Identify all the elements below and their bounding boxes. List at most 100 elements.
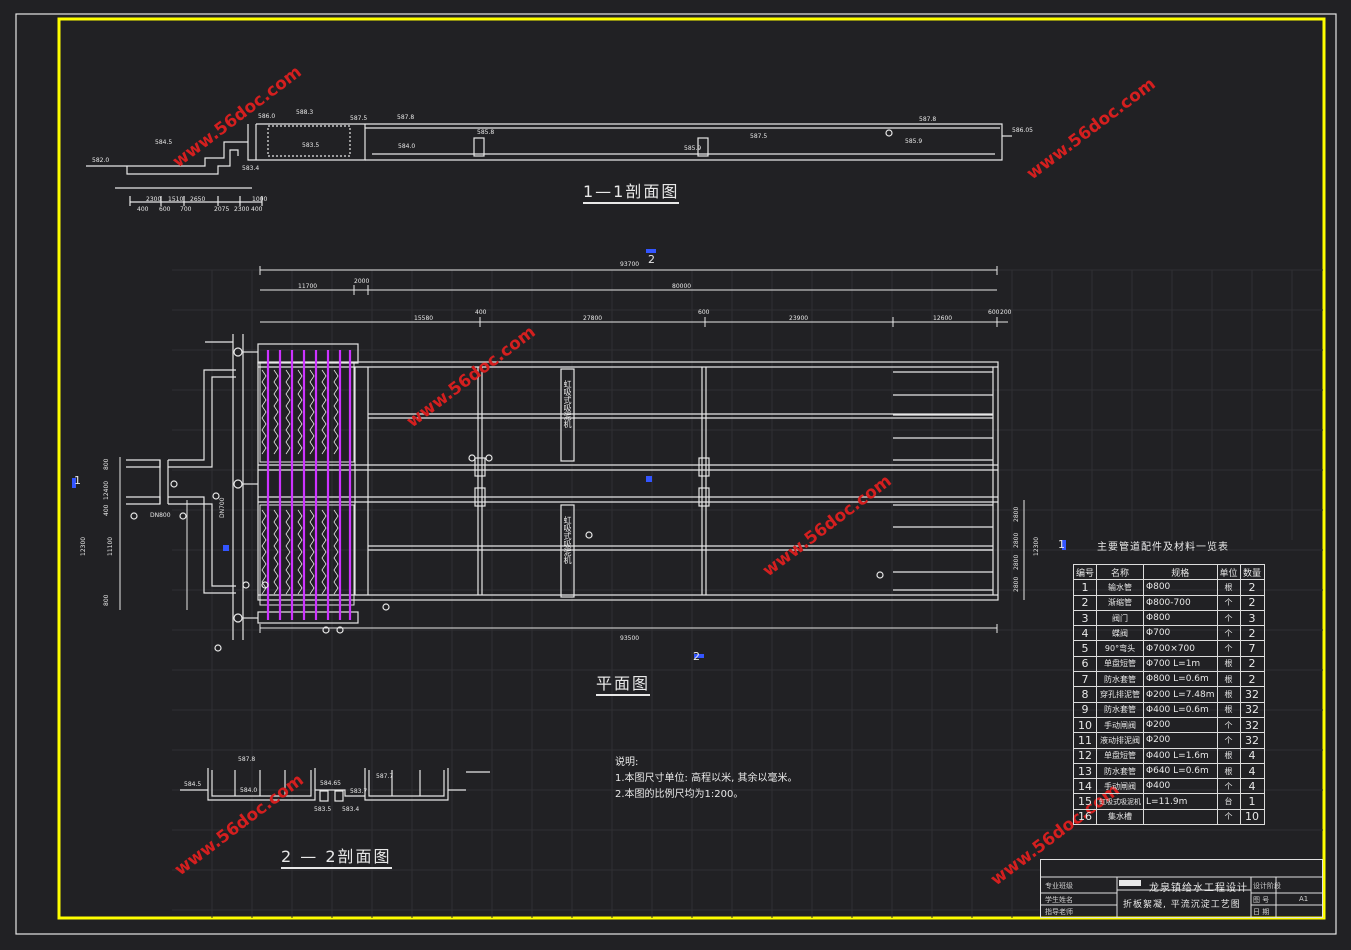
section-1-1-labels: 582.0 584.5 586.0 588.3 587.5 587.8 585.… bbox=[92, 109, 1033, 213]
notes-line-1: 1.本图尺寸单位: 高程以米, 其余以毫米。 bbox=[615, 773, 798, 784]
plan-seg-600: 600 bbox=[698, 309, 710, 316]
plan-marker-right: 1 bbox=[1058, 538, 1065, 551]
inlet-pipework bbox=[126, 334, 884, 652]
cell-qty: 4 bbox=[1239, 778, 1265, 795]
elev-587-8: 587.8 bbox=[397, 114, 414, 121]
cell-name: 单盘短管 bbox=[1096, 747, 1145, 764]
cell-unit: 个 bbox=[1216, 716, 1241, 734]
cell-unit: 根 bbox=[1216, 701, 1241, 718]
cell-unit: 根 bbox=[1216, 747, 1241, 764]
tb-label-student: 学生姓名 bbox=[1045, 896, 1073, 904]
tb-label-drawing-no: 图 号 bbox=[1253, 896, 1270, 904]
plan-total-bottom: 93500 bbox=[620, 635, 639, 642]
cell-no: 4 bbox=[1072, 625, 1098, 642]
col-header-name: 名称 bbox=[1096, 563, 1145, 581]
plan-seg-200: 200 bbox=[1000, 309, 1012, 316]
dim-2300: 2300 bbox=[146, 196, 161, 203]
dim-2650: 2650 bbox=[190, 196, 205, 203]
cell-name: 阀门 bbox=[1096, 609, 1145, 627]
sheet-border bbox=[15, 13, 1337, 935]
elev-583-4: 583.4 bbox=[242, 165, 259, 172]
s22-elev-583-7: 583.7 bbox=[350, 788, 367, 795]
col-header-unit: 单位 bbox=[1216, 563, 1241, 581]
cell-no: 16 bbox=[1072, 808, 1098, 826]
cell-qty: 32 bbox=[1239, 732, 1265, 749]
plan-tank-outline bbox=[257, 343, 999, 624]
plan-title: 平面图 bbox=[596, 670, 651, 696]
col-header-qty: 数量 bbox=[1239, 563, 1265, 581]
cell-spec: Φ700 bbox=[1143, 625, 1218, 642]
title-block: 专业班级 学生姓名 指导老师 龙泉镇给水工程设计 折板絮凝, 平流沉淀工艺图 设… bbox=[1040, 859, 1323, 918]
cell-no: 1 bbox=[1072, 579, 1098, 596]
cell-name: 输水管 bbox=[1096, 579, 1145, 596]
watermark-2: www.56doc.com bbox=[1023, 74, 1160, 184]
cell-name: 手动闸阀 bbox=[1096, 716, 1145, 734]
siphon-label-bottom: 虹吸式吸泥机 bbox=[563, 516, 572, 565]
elev-582: 582.0 bbox=[92, 157, 109, 164]
siphon-label-top: 虹吸式吸泥机 bbox=[563, 380, 572, 429]
cell-unit: 个 bbox=[1216, 808, 1241, 826]
right-dim-2: 2800 bbox=[1013, 533, 1020, 548]
left-dim-800: 800 bbox=[103, 458, 110, 470]
cell-spec: Φ200 bbox=[1143, 716, 1218, 734]
plan-marker-bottom: 2 bbox=[693, 650, 700, 663]
cell-no: 3 bbox=[1072, 609, 1098, 627]
pipe-dn700: DN700 bbox=[219, 497, 226, 518]
cell-unit: 根 bbox=[1216, 671, 1241, 688]
tb-label-advisor: 指导老师 bbox=[1045, 908, 1073, 916]
left-dim-11100: 11100 bbox=[107, 537, 114, 556]
cell-qty: 32 bbox=[1239, 716, 1265, 734]
tb-label-stage: 设计阶段 bbox=[1253, 882, 1281, 890]
elev-587-8b: 587.8 bbox=[919, 116, 936, 123]
cell-no: 13 bbox=[1072, 762, 1098, 780]
left-dim-400: 400 bbox=[103, 504, 110, 516]
cell-spec: Φ400 L=1.6m bbox=[1143, 747, 1218, 764]
cell-spec: Φ200 L=7.48m bbox=[1143, 686, 1218, 703]
cell-qty: 10 bbox=[1239, 808, 1265, 826]
cell-unit: 根 bbox=[1216, 762, 1241, 780]
plan-seg-23900: 23900 bbox=[789, 315, 808, 322]
right-dim-3: 2800 bbox=[1013, 555, 1020, 570]
cell-unit: 个 bbox=[1216, 625, 1241, 642]
cell-unit: 个 bbox=[1216, 640, 1241, 657]
cell-spec: Φ400 bbox=[1143, 778, 1218, 795]
cell-qty: 2 bbox=[1239, 655, 1265, 673]
section-1-1-drawing bbox=[86, 123, 1012, 206]
elev-588-3: 588.3 bbox=[296, 109, 313, 116]
cell-qty: 2 bbox=[1239, 671, 1265, 688]
plan-seg-27800: 27800 bbox=[583, 315, 602, 322]
elev-585-8: 585.8 bbox=[477, 129, 494, 136]
cell-no: 7 bbox=[1072, 671, 1098, 688]
cell-unit: 个 bbox=[1216, 778, 1241, 795]
cell-no: 9 bbox=[1072, 701, 1098, 718]
left-dim-12400: 12400 bbox=[103, 481, 110, 500]
watermark-4: www.56doc.com bbox=[759, 471, 896, 581]
cell-name: 液动排泥阀 bbox=[1096, 732, 1145, 749]
elev-585-9b: 585.9 bbox=[905, 138, 922, 145]
right-dim-4: 2800 bbox=[1013, 577, 1020, 592]
cell-no: 14 bbox=[1072, 778, 1098, 795]
s22-elev-587-8: 587.8 bbox=[238, 756, 255, 763]
elev-586-05: 586.05 bbox=[1012, 127, 1033, 134]
plan-total-top: 93700 bbox=[620, 261, 639, 268]
left-dim-800b: 800 bbox=[103, 594, 110, 606]
plan-seg-80000: 80000 bbox=[672, 283, 691, 290]
cell-no: 10 bbox=[1072, 716, 1098, 734]
plan-labels: 93700 2 2 1 1 11700 2000 80000 15580 400… bbox=[74, 253, 1065, 663]
cell-name: 虹吸式吸泥机 bbox=[1096, 793, 1145, 810]
material-table-title: 主要管道配件及材料一览表 bbox=[1097, 542, 1229, 553]
s22-elev-584: 584.0 bbox=[240, 787, 257, 794]
cell-qty: 4 bbox=[1239, 747, 1265, 764]
plan-marker-left: 1 bbox=[74, 474, 81, 487]
